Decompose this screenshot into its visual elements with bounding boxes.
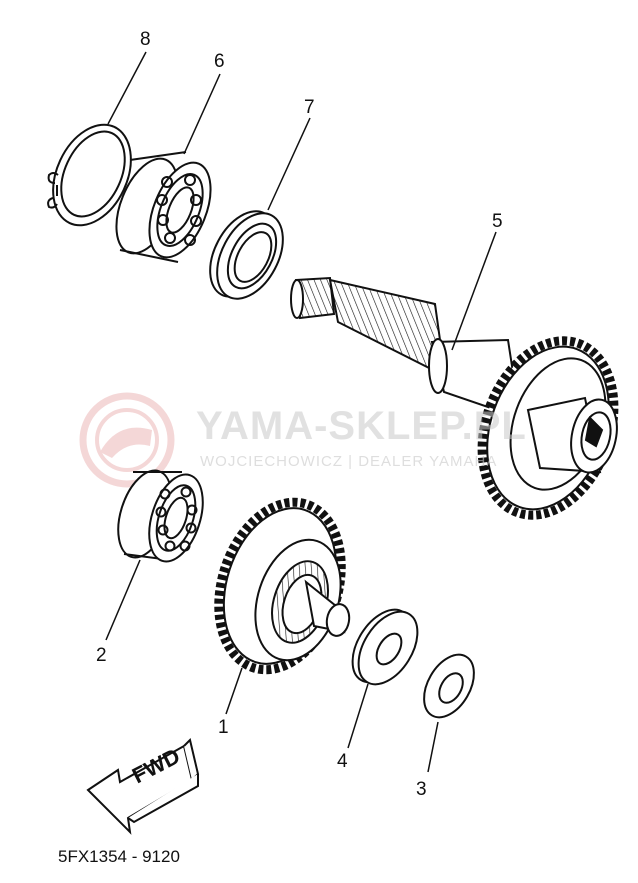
fwd-arrow-icon bbox=[86, 738, 200, 835]
main-axle-part-5 bbox=[290, 276, 619, 520]
watermark-logo-icon bbox=[79, 392, 175, 488]
bearing-part-6 bbox=[115, 151, 212, 263]
label-part-2: 2 bbox=[96, 645, 107, 666]
watermark-title: YAMA-SKLEP.PL bbox=[196, 404, 527, 448]
circlip-part-8 bbox=[47, 123, 132, 227]
label-part-6: 6 bbox=[214, 51, 225, 72]
drive-gear-part-1 bbox=[214, 497, 351, 675]
washer-part-3 bbox=[423, 653, 475, 719]
label-part-5: 5 bbox=[492, 211, 503, 232]
label-part-7: 7 bbox=[304, 97, 315, 118]
label-part-8: 8 bbox=[140, 29, 151, 50]
label-part-3: 3 bbox=[416, 779, 427, 800]
leader-lines bbox=[105, 51, 497, 773]
label-part-1: 1 bbox=[218, 717, 229, 738]
label-part-4: 4 bbox=[337, 751, 348, 772]
watermark-subtitle: WOJCIECHOWICZ | DEALER YAMAHA bbox=[200, 453, 498, 470]
bearing-part-2 bbox=[117, 469, 204, 563]
oil-seal-part-7 bbox=[209, 210, 284, 300]
part-code: 5FX1354 - 9120 bbox=[58, 847, 180, 866]
washer-part-4 bbox=[351, 608, 419, 686]
